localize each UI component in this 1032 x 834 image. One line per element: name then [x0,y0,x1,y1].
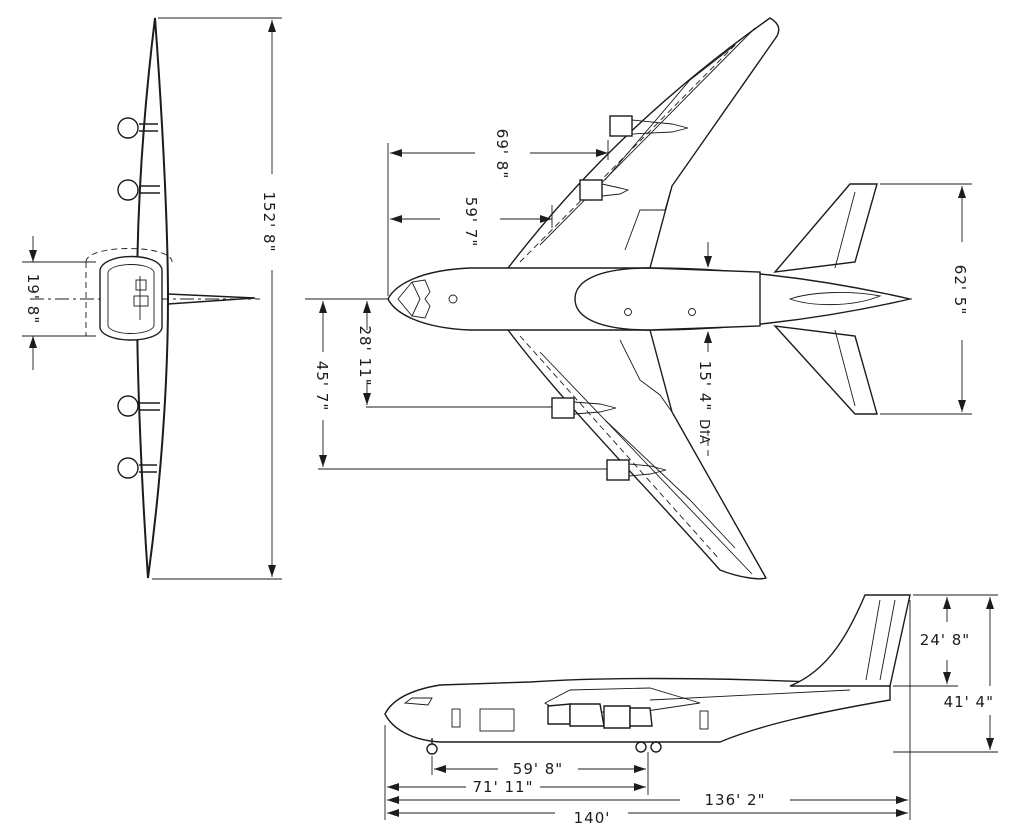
plan-view-upper-wing [503,17,780,273]
side-view: 24' 8" 41' 4" 59' 8" 71' 11" [384,594,998,827]
front-span-dimension [152,17,282,580]
side-length-dimensions [384,600,911,820]
front-height-label: 19' 8" [24,274,42,324]
gear-to-nose-label: 71' 11" [473,778,534,796]
tail-to-gear-label: 136' 2" [705,791,766,809]
front-view-wing [135,17,170,579]
tail-span-dimension [880,183,972,415]
tail-height-upper-label: 24' 8" [920,631,970,649]
wheelbase-label: 59' 8" [513,760,563,778]
plan-view-engine-4 [606,459,667,481]
front-view-fin [167,293,256,305]
side-view-engines [547,703,653,729]
front-view-fuselage [85,248,173,341]
plan-view-lower-stabilizer [773,325,878,415]
front-view-engine-3 [117,395,160,417]
side-height-dimensions [893,594,998,753]
engine-spacing-outer-label: 45' 7" [313,361,331,411]
front-span-label: 152' 8" [260,192,278,253]
plan-view: 69' 8" 59' 7" 28' 11" 45' 7" [305,17,972,580]
front-view-engine-4 [117,457,157,479]
front-view-engine-2 [117,179,160,201]
fuselage-diameter-label: 15' 4" [696,361,714,411]
front-view: 152' 8" 19' 8" [22,17,282,580]
plan-view-engine-1 [609,115,689,137]
wing-station-inner-label: 59' 7" [462,197,480,247]
side-view-nose-gear [426,738,438,755]
side-view-main-gear [635,741,662,753]
fuselage-diameter-suffix: DIA [696,419,711,445]
front-view-engine-1 [117,117,158,139]
plan-view-engine-3 [551,397,617,419]
front-height-dimension [22,236,96,370]
wing-station-outer-dimension [387,140,609,296]
overall-height-label: 41' 4" [944,693,994,711]
wing-station-inner-dimension [390,205,553,228]
engine-spacing-inner-label: 28' 11" [356,326,374,387]
wing-station-outer-label: 69' 8" [493,129,511,179]
tail-span-label: 62' 5" [951,265,969,315]
fuselage-diameter-dimension [704,242,712,456]
engine-spacing-dimensions [318,298,607,470]
plan-view-upper-stabilizer [773,183,878,273]
plan-view-engine-2 [579,179,630,201]
plan-view-fuselage-pod [574,267,761,331]
side-view-vertical-tail [789,594,911,687]
overall-length-label: 140' [574,809,611,827]
